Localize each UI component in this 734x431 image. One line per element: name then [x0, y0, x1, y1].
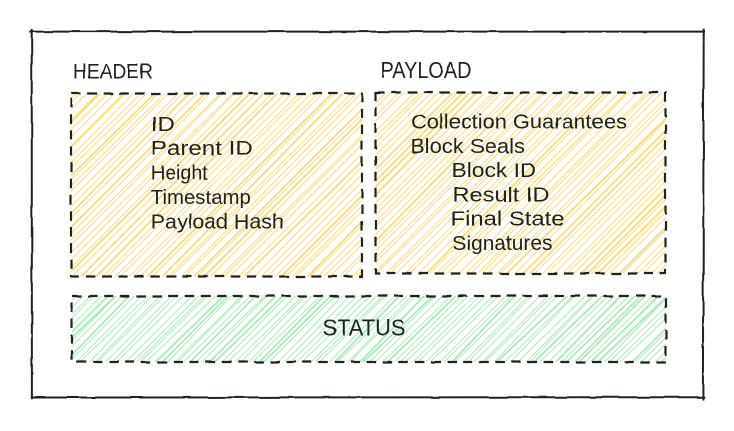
svg-text:Final State: Final State	[451, 208, 565, 231]
svg-text:Height: Height	[151, 162, 208, 185]
svg-text:STATUS: STATUS	[323, 315, 406, 341]
svg-text:Collection Guarantees: Collection Guarantees	[411, 111, 627, 134]
svg-text:Parent ID: Parent ID	[151, 137, 253, 160]
svg-text:Block Seals: Block Seals	[410, 135, 525, 158]
svg-text:Signatures: Signatures	[453, 232, 553, 255]
svg-text:Timestamp: Timestamp	[151, 186, 251, 209]
svg-text:PAYLOAD: PAYLOAD	[381, 57, 472, 83]
svg-text:ID: ID	[151, 113, 175, 136]
svg-text:Payload Hash: Payload Hash	[151, 210, 284, 233]
svg-text:Result ID: Result ID	[453, 183, 550, 206]
svg-text:HEADER: HEADER	[73, 60, 153, 84]
svg-text:Block ID: Block ID	[452, 159, 537, 182]
